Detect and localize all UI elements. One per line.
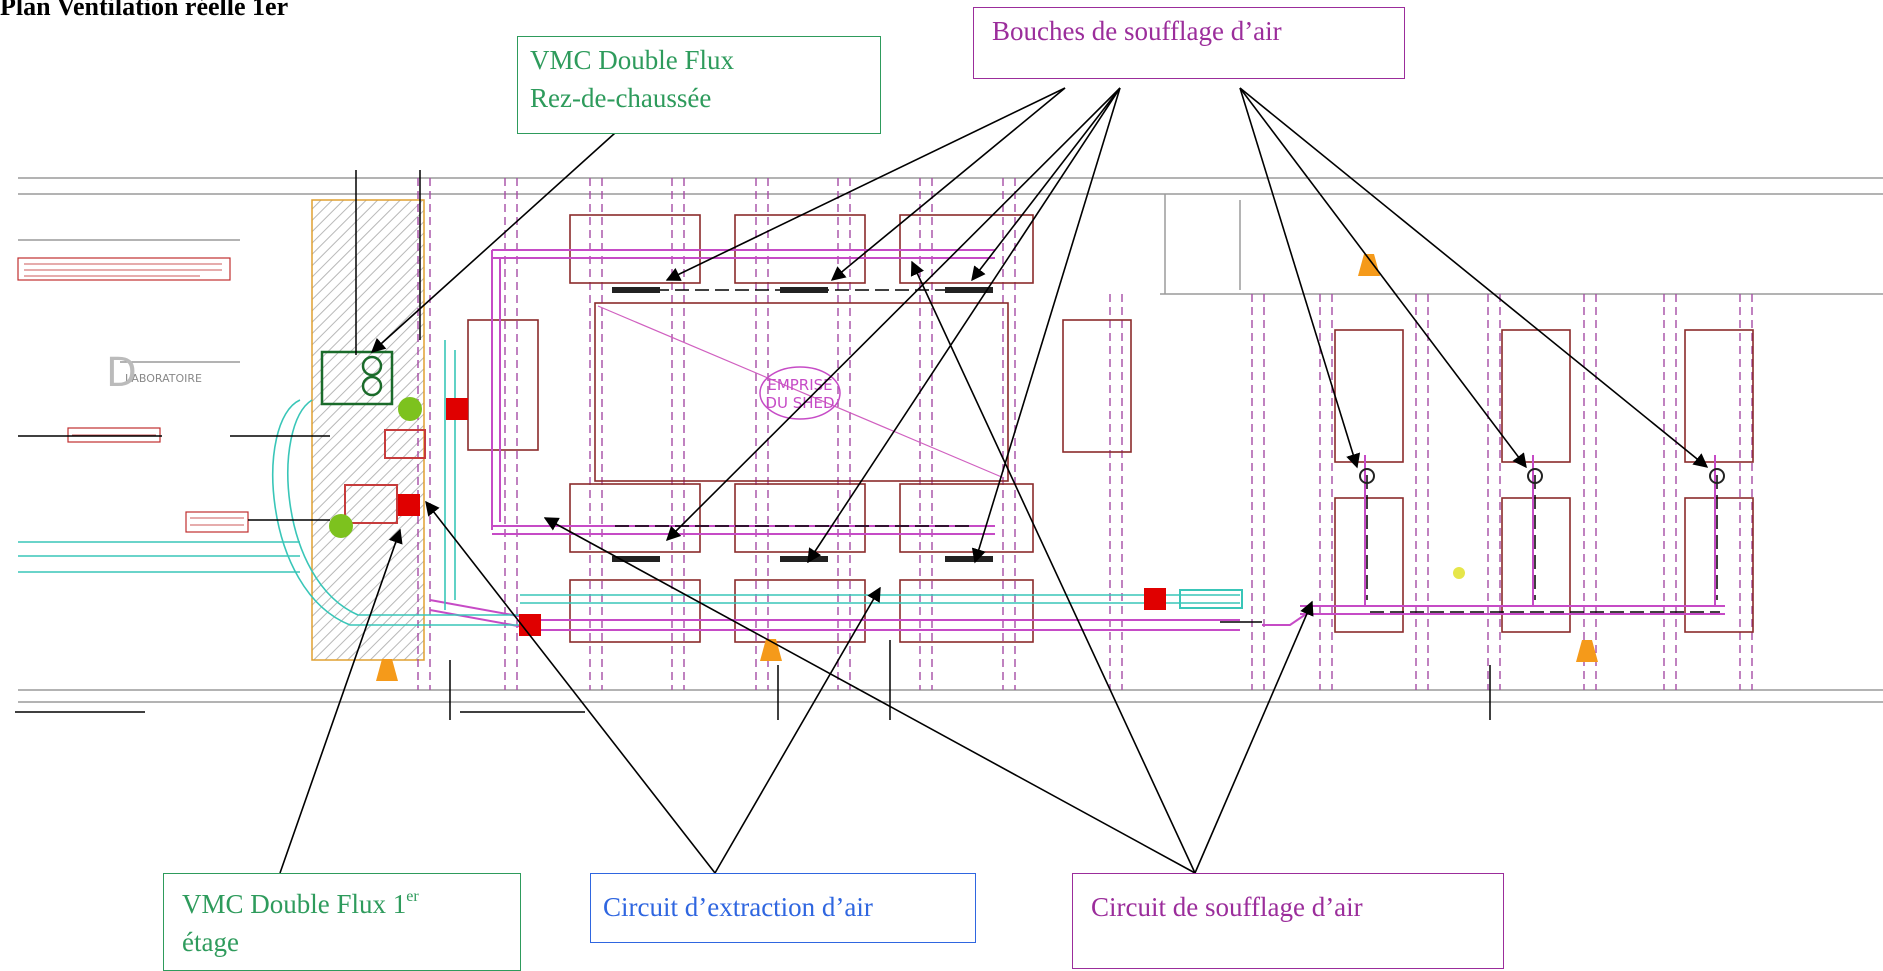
callout-arrows bbox=[279, 87, 1709, 874]
vmc-unit-rdc bbox=[320, 350, 394, 406]
dimension-lines bbox=[15, 170, 1491, 720]
callout-vmc-1er-line2: étage bbox=[182, 927, 239, 957]
orange-markers bbox=[376, 254, 1598, 681]
supply-ducts bbox=[429, 249, 1725, 631]
building-walls bbox=[18, 177, 1883, 703]
callout-bouches-text: Bouches de soufflage d’air bbox=[992, 16, 1282, 46]
callout-vmc-rdc-line2: Rez-de-chaussée bbox=[530, 83, 712, 113]
callout-vmc-1er: VMC Double Flux 1er étage bbox=[163, 873, 521, 971]
callout-circuit-soufflage: Circuit de soufflage d’air bbox=[1072, 873, 1504, 969]
callout-vmc-rdc: VMC Double Flux Rez-de-chaussée bbox=[517, 36, 881, 134]
red-markers bbox=[398, 398, 1166, 636]
yellow-marker bbox=[1453, 567, 1465, 579]
plan-annotation-boxes bbox=[17, 257, 249, 533]
plan-label-emprise: EMPRISE bbox=[767, 376, 832, 394]
page-title: Plan Ventilation réelle 1er bbox=[0, 0, 289, 21]
extract-grille bbox=[1179, 589, 1243, 609]
vmc-unit-1er bbox=[344, 429, 426, 524]
plan-label-laboratoire: LABORATOIRE bbox=[125, 372, 202, 385]
plan-annotation-text bbox=[24, 263, 244, 526]
callout-circuit-extraction: Circuit d’extraction d’air bbox=[590, 873, 976, 943]
supply-diffusers bbox=[612, 287, 1725, 562]
plan-label-du-shed: DU SHED bbox=[765, 394, 834, 412]
green-markers bbox=[329, 397, 422, 538]
plan-label-d: D bbox=[106, 350, 137, 396]
callout-soufflage-text: Circuit de soufflage d’air bbox=[1091, 892, 1363, 922]
callout-vmc-rdc-line1: VMC Double Flux bbox=[530, 45, 735, 75]
duct-centerlines bbox=[615, 289, 1720, 613]
shed-diagonal bbox=[597, 305, 1005, 479]
callout-vmc-1er-prefix: VMC Double Flux 1 bbox=[182, 889, 407, 919]
callout-vmc-1er-sup: er bbox=[406, 888, 419, 905]
structural-grid bbox=[417, 178, 1753, 690]
callout-vmc-1er-line1: VMC Double Flux 1er bbox=[182, 878, 508, 923]
callout-extraction-text: Circuit d’extraction d’air bbox=[603, 892, 873, 922]
emprise-shed-ellipse bbox=[759, 366, 841, 420]
callout-bouches-soufflage: Bouches de soufflage d’air bbox=[973, 7, 1405, 79]
